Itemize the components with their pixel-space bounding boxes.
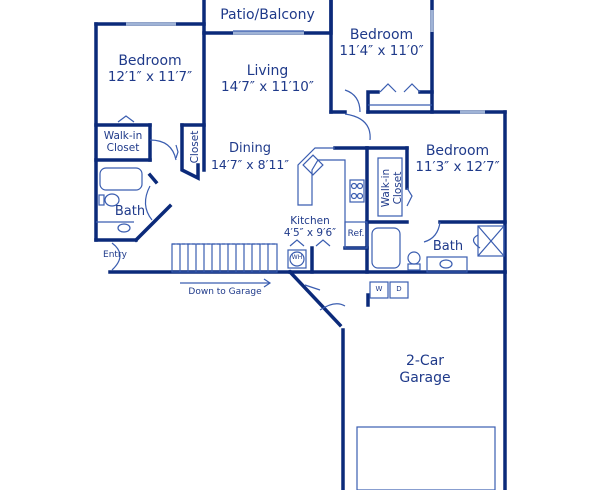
fixtures — [96, 30, 505, 490]
bedroom-top-right-name: Bedroom — [349, 27, 414, 43]
patio-label: Patio/Balcony — [220, 7, 315, 23]
walkin-left-line2: Closet — [106, 142, 140, 154]
closet-left-label: Closet — [188, 130, 201, 164]
bedroom-top-right-dims: 11′4″ x 11′0″ — [339, 43, 424, 59]
kitchen-dims: 4′5″ x 9′6″ — [283, 227, 337, 239]
bedroom-left-dims: 12′1″ x 11′7″ — [107, 69, 193, 85]
dryer-label: D — [396, 285, 402, 293]
bedroom-right-dims: 11′3″ x 12′7″ — [415, 159, 500, 175]
water-heater-label: WH — [291, 254, 303, 261]
entry-label: Entry — [103, 250, 127, 260]
dining-name: Dining — [229, 141, 271, 156]
living-name: Living — [246, 63, 289, 79]
walkin-left-line1: Walk-in — [103, 130, 143, 142]
walkin-right-line1: Walk-in — [379, 168, 392, 208]
bath-left-label: Bath — [114, 204, 146, 219]
refrigerator-label: Ref. — [347, 229, 365, 239]
bedroom-left-name: Bedroom — [118, 53, 182, 69]
walkin-right-line2: Closet — [391, 171, 404, 205]
dining-dims: 14′7″ x 8′11″ — [210, 157, 290, 172]
kitchen-name: Kitchen — [290, 215, 330, 227]
windows — [126, 10, 485, 114]
bath-right-label: Bath — [432, 239, 464, 254]
stairs-label: Down to Garage — [188, 287, 262, 297]
garage-line2: Garage — [399, 370, 451, 386]
garage-line1: 2-Car — [405, 353, 445, 369]
bedroom-right-name: Bedroom — [425, 143, 490, 159]
living-dims: 14′7″ x 11′10″ — [221, 79, 314, 95]
washer-label: W — [375, 285, 383, 293]
